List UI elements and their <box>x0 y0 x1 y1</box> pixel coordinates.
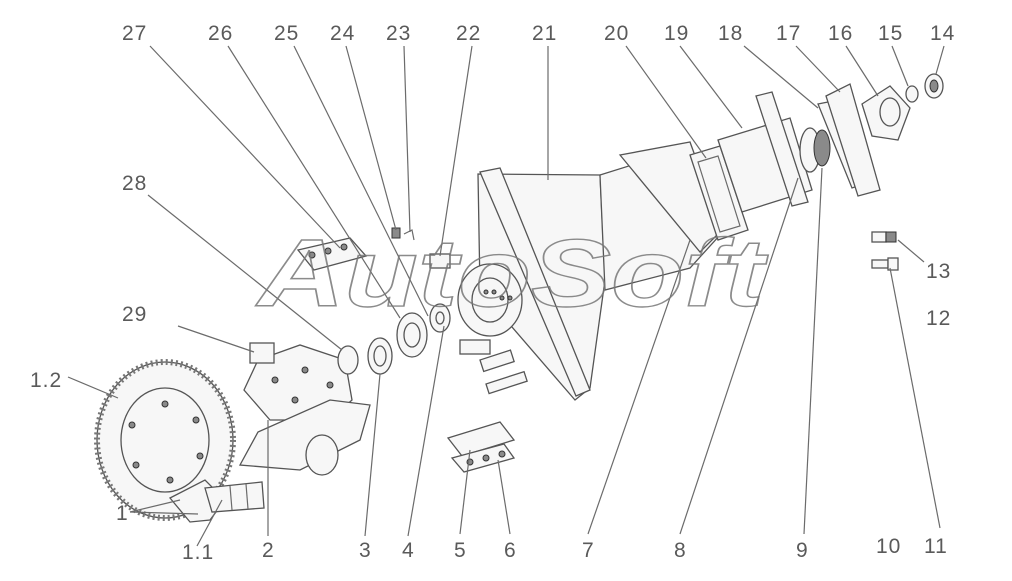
callout-labels: 1.2 1 1.1 2 3 4 5 6 7 8 9 10 11 12 13 14… <box>30 22 955 564</box>
callout-1-2: 1.2 <box>30 369 62 392</box>
washer-15 <box>905 85 919 103</box>
callout-12: 12 <box>926 307 951 330</box>
callout-14: 14 <box>930 22 955 45</box>
callout-1-1: 1.1 <box>182 541 214 564</box>
bearing-cap-27 <box>296 237 368 271</box>
callout-21: 21 <box>532 22 557 45</box>
snap-ring <box>337 345 359 375</box>
callout-23: 23 <box>386 22 411 45</box>
callout-6: 6 <box>504 539 517 562</box>
callout-28: 28 <box>122 172 147 195</box>
bearing-cap-lower <box>446 421 516 473</box>
ring-gear <box>94 359 236 521</box>
callout-11: 11 <box>924 535 948 558</box>
bolt-13 <box>871 231 897 243</box>
flange-plate-8 <box>755 91 809 207</box>
callout-9: 9 <box>796 539 809 562</box>
callout-5: 5 <box>454 539 467 562</box>
companion-housing-17 <box>825 83 881 197</box>
callout-15: 15 <box>878 22 903 45</box>
callout-27: 27 <box>122 22 147 45</box>
callout-1: 1 <box>116 502 129 525</box>
companion-flange <box>861 85 911 141</box>
callout-10: 10 <box>876 535 901 558</box>
callout-4: 4 <box>402 539 415 562</box>
nut-14 <box>924 73 944 99</box>
callout-13: 13 <box>926 260 951 283</box>
leader-lines <box>67 45 945 547</box>
callout-2: 2 <box>262 539 275 562</box>
carrier-housing <box>457 141 723 401</box>
callout-20: 20 <box>604 22 629 45</box>
drive-pinion <box>168 479 265 523</box>
callout-16: 16 <box>828 22 853 45</box>
stud-12 <box>871 257 899 271</box>
callout-18: 18 <box>718 22 743 45</box>
callout-3: 3 <box>359 539 372 562</box>
callout-24: 24 <box>330 22 355 45</box>
differential-case <box>238 342 371 476</box>
gasket-20 <box>689 145 749 241</box>
callout-25: 25 <box>274 22 299 45</box>
bearing-9 <box>799 127 831 173</box>
callout-17: 17 <box>776 22 801 45</box>
bearing-3 <box>367 337 393 375</box>
callout-26: 26 <box>208 22 233 45</box>
bearing-cup-26 <box>396 312 428 358</box>
callout-29: 29 <box>122 303 147 326</box>
adjusting-nut <box>429 303 451 333</box>
callout-19: 19 <box>664 22 689 45</box>
watermark-text: AutoSoft <box>256 220 770 327</box>
callout-7: 7 <box>582 539 595 562</box>
callout-8: 8 <box>674 539 687 562</box>
callout-22: 22 <box>456 22 481 45</box>
bolt-set <box>459 339 528 395</box>
